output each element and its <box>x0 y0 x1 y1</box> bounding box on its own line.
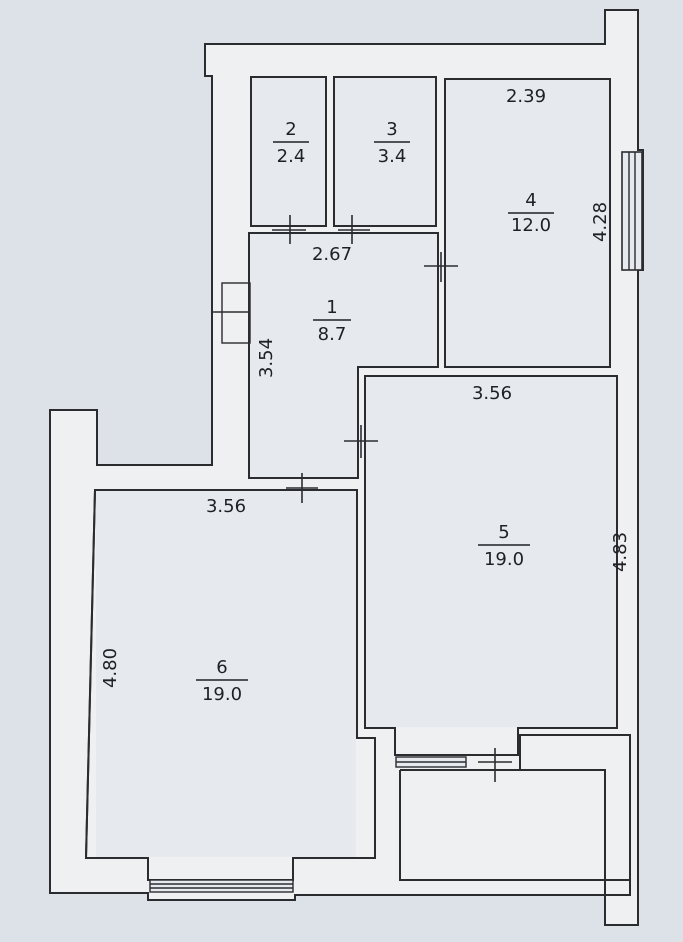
room-label-5: 5 19.0 <box>478 522 530 570</box>
door-marks <box>212 215 512 782</box>
dimension-room-1-height: 3.54 <box>256 338 277 378</box>
dimension-room-4-width: 2.39 <box>506 86 546 107</box>
room-1-area: 8.7 <box>318 324 347 345</box>
room-label-1: 1 8.7 <box>313 297 351 345</box>
room-5-area: 19.0 <box>484 549 524 570</box>
room-5-number: 5 <box>498 522 509 543</box>
room-3-number: 3 <box>386 119 397 140</box>
dimension-room-5-height: 4.83 <box>610 532 631 572</box>
room-label-6: 6 19.0 <box>196 657 248 705</box>
window-room-6 <box>149 879 294 893</box>
room-fills <box>96 78 616 857</box>
room-label-2: 2 2.4 <box>273 119 309 167</box>
window-room-4 <box>621 151 643 271</box>
window-room-5-balcony <box>395 756 467 768</box>
dimension-room-6-height: 4.80 <box>100 648 121 688</box>
room-6-area: 19.0 <box>202 684 242 705</box>
room-4-area: 12.0 <box>511 215 551 236</box>
room-1-number: 1 <box>326 297 337 318</box>
dimension-room-4-height: 4.28 <box>590 202 611 242</box>
dimension-room-1-width: 2.67 <box>312 244 352 265</box>
balcony-outline <box>399 769 630 881</box>
room-2-number: 2 <box>285 119 296 140</box>
room-outlines-top <box>84 76 618 881</box>
dimension-room-5-width: 3.56 <box>472 383 512 404</box>
room-3-area: 3.4 <box>378 146 407 167</box>
room-2-area: 2.4 <box>277 146 306 167</box>
room-label-4: 4 12.0 <box>508 190 554 236</box>
dimension-room-6-width: 3.56 <box>206 496 246 517</box>
room-6-number: 6 <box>216 657 227 678</box>
room-4-number: 4 <box>525 190 536 211</box>
room-label-3: 3 3.4 <box>374 119 410 167</box>
